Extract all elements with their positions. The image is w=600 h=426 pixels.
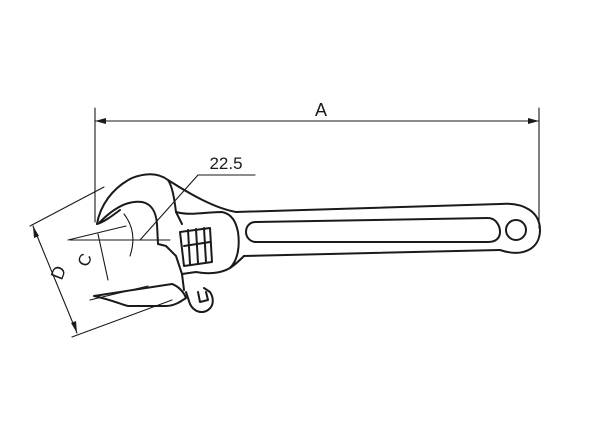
c-extension-top — [67, 225, 127, 241]
head-housing — [175, 211, 240, 275]
angle-leader-diagonal — [139, 174, 199, 241]
fixed-jaw-outline — [96, 173, 183, 225]
movable-jaw — [93, 283, 187, 307]
angle-arc — [123, 213, 134, 257]
angle-dimension: 22.5 — [69, 154, 256, 257]
label-c: C — [74, 251, 96, 270]
extension-line-d-top — [29, 186, 105, 227]
label-d: D — [47, 263, 70, 283]
worm-screw — [179, 227, 213, 267]
jaw-tab — [185, 287, 214, 313]
dimension-line-c — [97, 233, 109, 281]
arrowhead-d-bottom — [71, 321, 77, 333]
handle-end-loop — [499, 202, 541, 254]
handle-lower-edge — [243, 249, 501, 257]
movable-jaw-rack — [157, 243, 185, 291]
label-a: A — [315, 100, 327, 120]
jaw-tab-notch — [197, 291, 209, 303]
wrench-body — [93, 173, 541, 313]
dimension-line-d — [32, 225, 78, 334]
jaw-tip — [96, 209, 121, 225]
dimension-a: A — [94, 100, 540, 229]
label-angle: 22.5 — [209, 154, 242, 173]
handle-upper-edge — [167, 179, 501, 213]
handle-slot — [245, 217, 501, 243]
hang-hole — [505, 219, 527, 241]
arrowhead-left — [95, 118, 106, 124]
arrowhead-right — [528, 118, 539, 124]
head-lower-edge — [229, 255, 245, 269]
arrowhead-d-top — [33, 226, 39, 238]
fixed-jaw-inner — [99, 200, 159, 245]
